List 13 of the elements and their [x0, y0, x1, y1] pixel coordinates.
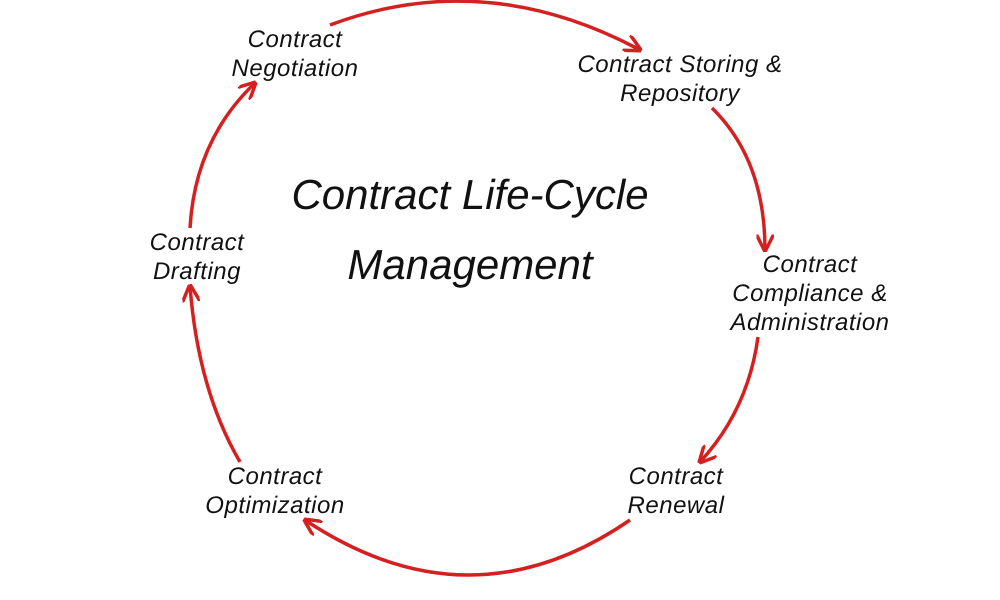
- cycle-arrow: [697, 336, 760, 466]
- stage-label: Contract Compliance & Administration: [695, 250, 925, 337]
- diagram-title: Contract Life-Cycle Management: [290, 170, 650, 290]
- cycle-arrow: [710, 106, 776, 254]
- cycle-arrow: [302, 517, 631, 577]
- stage-label: Contract Renewal: [586, 462, 766, 520]
- cycle-arrow: [188, 80, 258, 228]
- stage-label: Contract Negotiation: [195, 25, 395, 83]
- cycle-arrow: [180, 282, 242, 463]
- stage-label: Contract Drafting: [112, 228, 282, 286]
- cycle-arrow: [329, 0, 644, 53]
- stage-label: Contract Optimization: [160, 462, 390, 520]
- stage-label: Contract Storing & Repository: [515, 50, 845, 108]
